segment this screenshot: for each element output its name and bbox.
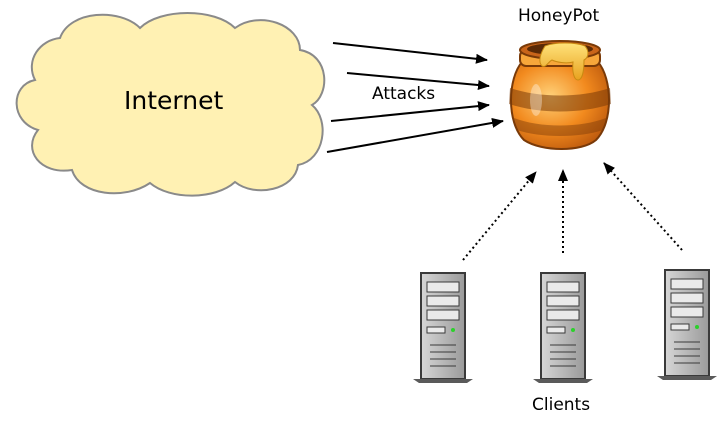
server-icon <box>657 269 717 380</box>
server-icon <box>413 272 473 383</box>
attack-arrows <box>326 42 504 153</box>
honeypot-icon <box>509 40 611 150</box>
client-arrows <box>462 162 683 261</box>
internet-cloud <box>15 12 326 197</box>
honeypot-label: HoneyPot <box>518 6 600 26</box>
attack-arrow <box>332 42 488 64</box>
client-arrow <box>603 162 683 251</box>
server-icon <box>533 272 593 383</box>
attacks-label: Attacks <box>372 84 436 104</box>
attack-arrow <box>346 72 490 90</box>
internet-label: Internet <box>124 86 224 115</box>
attack-arrow <box>326 117 504 153</box>
clients-label: Clients <box>532 395 591 415</box>
client-arrow <box>462 171 537 261</box>
attack-arrow <box>330 101 490 122</box>
